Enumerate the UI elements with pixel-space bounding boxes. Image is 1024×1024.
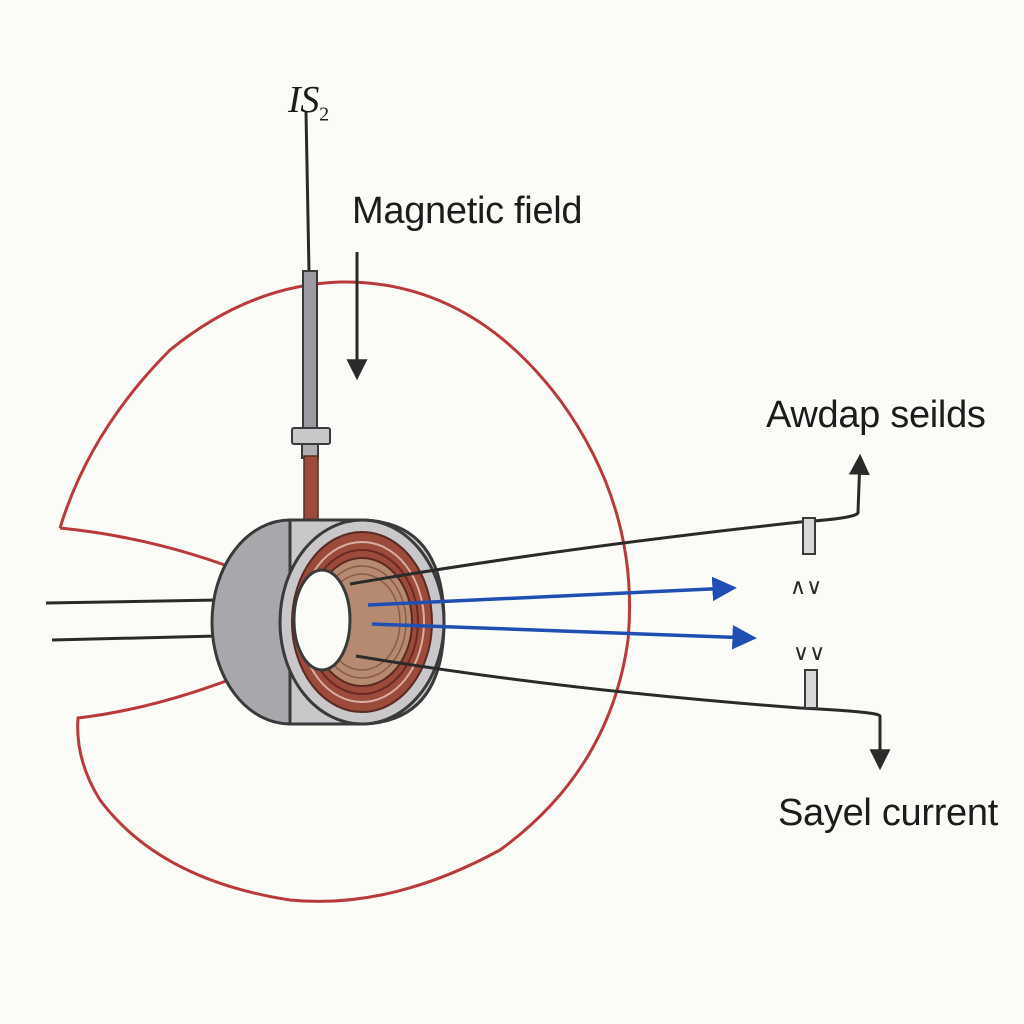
probe-rod bbox=[302, 270, 318, 432]
upper-lead-line bbox=[349, 453, 870, 586]
shield-terminal-upper bbox=[802, 517, 816, 555]
shield-terminal-lower bbox=[804, 669, 818, 709]
terminal-marker-upper: ∧∨ bbox=[790, 574, 822, 599]
probe-label: IS2 bbox=[288, 79, 329, 126]
input-wire-upper bbox=[45, 598, 219, 605]
probe-collar bbox=[291, 427, 331, 445]
flow-arrow-lower bbox=[371, 622, 757, 650]
field-loop bbox=[58, 280, 632, 903]
terminal-marker-lower: ∨∨ bbox=[793, 640, 825, 665]
probe-lead bbox=[303, 455, 319, 521]
flow-arrow-upper bbox=[367, 576, 737, 607]
coil bbox=[210, 518, 446, 726]
input-wire-lower bbox=[51, 634, 219, 642]
coil-bore bbox=[292, 568, 352, 672]
current-label: Sayel current bbox=[778, 792, 998, 834]
magnetic-field-label: Magnetic field bbox=[352, 190, 583, 232]
probe-label-subscript: 2 bbox=[319, 103, 329, 126]
probe-wire bbox=[304, 111, 311, 273]
lower-lead-line bbox=[355, 654, 891, 771]
shields-label: Awdap seilds bbox=[766, 394, 986, 436]
